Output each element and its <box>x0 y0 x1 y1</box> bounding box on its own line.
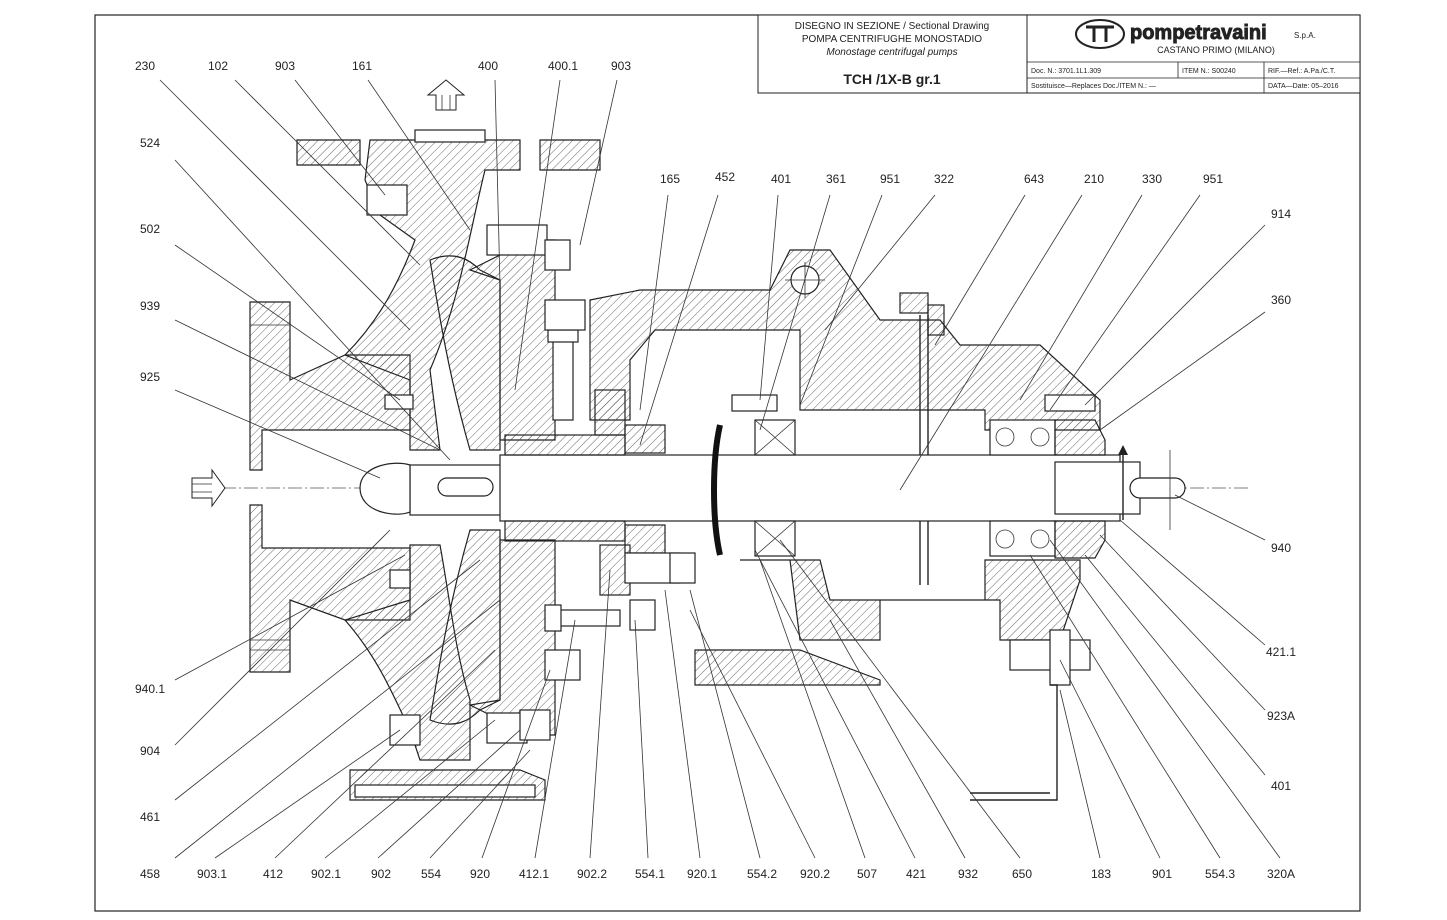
leader-lines <box>159 79 1281 859</box>
label-902: 902 <box>371 867 391 881</box>
label-902-2: 902.2 <box>577 867 607 881</box>
label-183: 183 <box>1091 867 1111 881</box>
label-165: 165 <box>660 172 680 186</box>
label-951: 951 <box>880 172 900 186</box>
label-322: 322 <box>934 172 954 186</box>
volute-casing <box>343 139 521 451</box>
drawing-frame <box>94 14 1361 912</box>
label-902-1: 902.1 <box>311 867 341 881</box>
bearing-left <box>754 419 796 557</box>
bearing-bracket <box>589 249 1101 431</box>
replaces: Sostituisce—Replaces Doc./ITEM N.: — <box>1031 83 1156 90</box>
label-904: 904 <box>140 744 160 758</box>
label-914: 914 <box>1271 207 1291 221</box>
label-920-2: 920.2 <box>800 867 830 881</box>
shaft <box>499 454 1121 522</box>
company-suffix: S.p.A. <box>1294 31 1316 40</box>
reference: RIF.—Ref.: A.Pa./C.T. <box>1268 68 1335 75</box>
company-name: pompetravaini <box>1130 22 1267 44</box>
label-939: 939 <box>140 299 160 313</box>
title-line3: Monostage centrifugal pumps <box>826 47 957 58</box>
label-920: 920 <box>470 867 490 881</box>
label-161: 161 <box>352 59 372 73</box>
label-461: 461 <box>140 810 160 824</box>
label-401-b: 401 <box>1271 779 1291 793</box>
label-554-2: 554.2 <box>747 867 777 881</box>
item-number: ITEM N.: S00240 <box>1182 68 1236 75</box>
company-logo <box>1075 19 1125 49</box>
title-block: DISEGNO IN SEZIONE / Sectional Drawing P… <box>757 14 1361 94</box>
label-458: 458 <box>140 867 160 881</box>
label-400: 400 <box>478 59 498 73</box>
title-line2: POMPA CENTRIFUGHE MONOSTADIO <box>802 34 982 45</box>
label-507: 507 <box>857 867 877 881</box>
label-650: 650 <box>1012 867 1032 881</box>
label-554-1: 554.1 <box>635 867 665 881</box>
label-932: 932 <box>958 867 978 881</box>
label-951-b: 951 <box>1203 172 1223 186</box>
label-400-1: 400.1 <box>548 59 578 73</box>
label-643: 643 <box>1024 172 1044 186</box>
label-903-b: 903 <box>611 59 631 73</box>
label-940: 940 <box>1271 541 1291 555</box>
pump-cross-section <box>191 79 1250 801</box>
label-903-1: 903.1 <box>197 867 227 881</box>
label-923a: 923A <box>1267 709 1295 723</box>
inlet-arrow-icon <box>191 468 226 508</box>
label-925: 925 <box>140 370 160 384</box>
label-901: 901 <box>1152 867 1172 881</box>
title-model: TCH /1X-B gr.1 <box>843 71 940 87</box>
label-361: 361 <box>826 172 846 186</box>
part-labels: 230 102 903 161 524 502 939 925 940.1 90… <box>135 59 1296 881</box>
label-903: 903 <box>275 59 295 73</box>
date: DATA—Date: 05–2016 <box>1268 83 1339 90</box>
label-421: 421 <box>906 867 926 881</box>
title-line1: DISEGNO IN SEZIONE / Sectional Drawing <box>795 21 990 32</box>
rotation-arrow-icon <box>1118 445 1128 520</box>
label-210: 210 <box>1084 172 1104 186</box>
label-230: 230 <box>135 59 155 73</box>
label-360: 360 <box>1271 293 1291 307</box>
label-524: 524 <box>140 136 160 150</box>
outlet-arrow-icon <box>426 79 466 111</box>
label-452: 452 <box>715 170 735 184</box>
label-502: 502 <box>140 222 160 236</box>
label-554-3: 554.3 <box>1205 867 1235 881</box>
label-102: 102 <box>208 59 228 73</box>
label-554: 554 <box>421 867 441 881</box>
company-location: CASTANO PRIMO (MILANO) <box>1157 45 1275 55</box>
label-412: 412 <box>263 867 283 881</box>
label-940-1: 940.1 <box>135 682 165 696</box>
label-920-1: 920.1 <box>687 867 717 881</box>
label-320a: 320A <box>1267 867 1295 881</box>
impeller <box>429 255 501 451</box>
label-330: 330 <box>1142 172 1162 186</box>
label-412-1: 412.1 <box>519 867 549 881</box>
label-421-1: 421.1 <box>1266 645 1296 659</box>
doc-number: Doc. N.: 3701.1L1.309 <box>1031 68 1101 75</box>
label-401: 401 <box>771 172 791 186</box>
bearing-right <box>989 419 1056 557</box>
